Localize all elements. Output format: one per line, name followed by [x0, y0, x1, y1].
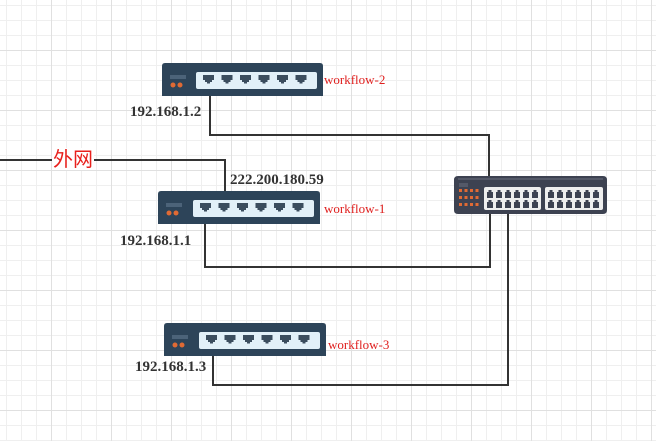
- wan-ip-label: 222.200.180.59: [230, 172, 324, 188]
- switch-icon: [162, 63, 323, 96]
- ethernet-port-icon: [557, 190, 563, 198]
- ethernet-port-icon: [593, 200, 599, 208]
- ethernet-port-icon: [575, 190, 581, 198]
- status-led-icon: [475, 189, 479, 192]
- status-led-icon: [464, 203, 468, 206]
- ethernet-port-icon: [532, 190, 538, 198]
- wire-workflow-3-to-core: [212, 212, 509, 386]
- ethernet-port-icon: [523, 190, 529, 198]
- switch-icon: [164, 323, 326, 356]
- ethernet-port-icon: [224, 335, 236, 344]
- ethernet-port-icon: [221, 75, 233, 84]
- status-led-icon: [470, 203, 473, 206]
- ethernet-port-icon: [274, 203, 285, 212]
- ethernet-port-icon: [593, 190, 599, 198]
- ethernet-port-icon: [255, 203, 267, 212]
- ethernet-port-icon: [243, 335, 254, 344]
- ethernet-port-icon: [240, 75, 251, 84]
- ethernet-port-icon: [295, 75, 307, 84]
- lan-ip-label: 192.168.1.2: [130, 104, 202, 120]
- ethernet-port-icon: [575, 200, 581, 208]
- ethernet-port-icon: [505, 200, 511, 208]
- ethernet-port-icon: [584, 190, 590, 198]
- ethernet-port-icon: [277, 75, 288, 84]
- status-led-icon: [464, 196, 468, 199]
- wire-external-to-workflow-1: [0, 159, 226, 192]
- lan-ip-label: 192.168.1.3: [135, 359, 207, 375]
- ethernet-port-icon: [218, 203, 230, 212]
- status-led-icon: [459, 196, 462, 199]
- ethernet-port-icon: [200, 203, 211, 212]
- ethernet-port-icon: [496, 200, 502, 208]
- wire-workflow-2-to-core: [209, 96, 490, 178]
- ethernet-port-icon: [505, 190, 511, 198]
- node-name-label: workflow-1: [324, 201, 386, 216]
- ethernet-port-icon: [514, 190, 520, 198]
- ethernet-port-icon: [548, 190, 554, 198]
- wire-workflow-1-to-core: [204, 212, 491, 268]
- core-switch-icon: [454, 176, 607, 214]
- status-led-icon: [459, 203, 462, 206]
- ethernet-port-icon: [557, 200, 563, 208]
- ethernet-port-icon: [237, 203, 248, 212]
- ethernet-port-icon: [523, 200, 529, 208]
- ethernet-port-icon: [298, 335, 310, 344]
- node-name-label: workflow-3: [328, 337, 390, 352]
- ethernet-port-icon: [258, 75, 270, 84]
- status-led-icon: [464, 189, 468, 192]
- ethernet-port-icon: [548, 200, 554, 208]
- ethernet-port-icon: [496, 190, 502, 198]
- lan-ip-label: 192.168.1.1: [120, 233, 192, 249]
- ethernet-port-icon: [206, 335, 217, 344]
- status-led-icon: [459, 189, 462, 192]
- core-switch[interactable]: [454, 176, 607, 219]
- ethernet-port-icon: [584, 200, 590, 208]
- switch-workflow-3[interactable]: [164, 323, 326, 361]
- ethernet-port-icon: [203, 75, 214, 84]
- ethernet-port-icon: [487, 190, 493, 198]
- status-led-icon: [475, 196, 479, 199]
- status-led-icon: [475, 203, 479, 206]
- switch-workflow-2[interactable]: [162, 63, 323, 101]
- ethernet-port-icon: [514, 200, 520, 208]
- node-name-label: workflow-2: [324, 72, 386, 87]
- ethernet-port-icon: [280, 335, 291, 344]
- status-led-icon: [470, 196, 473, 199]
- switch-workflow-1[interactable]: [158, 191, 320, 229]
- ethernet-port-icon: [292, 203, 304, 212]
- ethernet-port-icon: [532, 200, 538, 208]
- ethernet-port-icon: [566, 200, 572, 208]
- external-network-label: 外网: [52, 147, 94, 171]
- status-led-icon: [470, 189, 473, 192]
- ethernet-port-icon: [566, 190, 572, 198]
- ethernet-port-icon: [261, 335, 273, 344]
- switch-icon: [158, 191, 320, 224]
- ethernet-port-icon: [487, 200, 493, 208]
